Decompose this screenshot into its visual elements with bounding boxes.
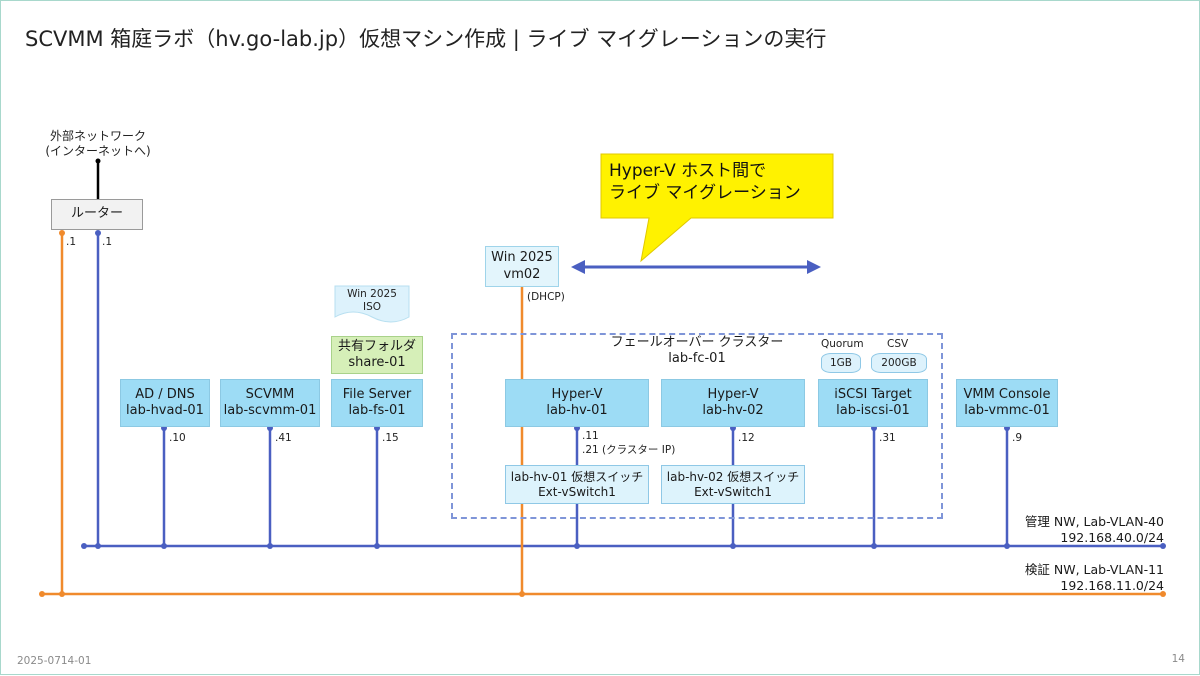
cluster-line1: フェールオーバー クラスター — [610, 335, 784, 350]
csv-size: 200GB — [881, 357, 917, 369]
server-hv02-line1: Hyper-V — [707, 386, 759, 402]
page-number: 14 — [1171, 653, 1185, 665]
test-line2: 192.168.11.0/24 — [1060, 578, 1164, 594]
quorum-disk: 1GB — [821, 353, 861, 373]
server-iscsi-line2: lab-iscsi-01 — [836, 403, 910, 418]
server-hv01-line1: Hyper-V — [551, 386, 603, 402]
server-file-line1: File Server — [342, 386, 412, 402]
quorum-size: 1GB — [829, 357, 853, 369]
mgmt-line2: 192.168.40.0/24 — [1060, 530, 1164, 546]
callout-line2: ライブ マイグレーション — [609, 183, 801, 204]
iso-doc: Win 2025 ISO — [335, 288, 409, 313]
server-hv01-line2: lab-hv-01 — [546, 403, 608, 418]
vswitch-hv-02: lab-hv-02 仮想スイッチ Ext-vSwitch1 — [661, 465, 805, 504]
cluster-boundary — [451, 333, 943, 519]
vm-ip: (DHCP) — [527, 291, 565, 303]
server-iscsi: iSCSI Target lab-iscsi-01 — [818, 379, 928, 427]
mgmt-network-label: 管理 NW, Lab-VLAN-40 192.168.40.0/24 — [1025, 514, 1164, 547]
server-vmmc-ip: .9 — [1012, 432, 1023, 444]
server-vmmc: VMM Console lab-vmmc-01 — [956, 379, 1058, 427]
page-title: SCVMM 箱庭ラボ（hv.go-lab.jp）仮想マシン作成 | ライブ マイ… — [25, 27, 827, 51]
cluster-line2: lab-fc-01 — [668, 351, 726, 367]
cluster-label: フェールオーバー クラスター lab-fc-01 — [561, 335, 833, 368]
callout-line1: Hyper-V ホスト間で — [609, 161, 767, 181]
server-scvmm-ip: .41 — [275, 432, 292, 444]
server-file-ip: .15 — [382, 432, 399, 444]
server-hv02-ip: .12 — [738, 432, 755, 444]
callout: Hyper-V ホスト間で ライブ マイグレーション — [601, 154, 833, 218]
server-vmmc-line2: lab-vmmc-01 — [964, 403, 1050, 418]
server-ad-ip: .10 — [169, 432, 186, 444]
csv-disk: 200GB — [871, 353, 927, 373]
doc-id: 2025-0714-01 — [17, 655, 92, 667]
iso-doc-shape — [334, 285, 410, 323]
iso-line1: Win 2025 — [347, 288, 397, 300]
server-iscsi-ip: .31 — [879, 432, 896, 444]
external-line2: (インターネットへ) — [45, 144, 151, 158]
vm-node: Win 2025 vm02 — [485, 246, 559, 287]
server-file: File Server lab-fs-01 — [331, 379, 423, 427]
server-hv-01: Hyper-V lab-hv-01 — [505, 379, 649, 427]
share-line1: 共有フォルダ — [337, 338, 416, 354]
server-scvmm-line2: lab-scvmm-01 — [223, 403, 317, 418]
callout-bubble — [600, 153, 834, 263]
server-scvmm-line1: SCVMM — [245, 386, 295, 402]
vswitch02-line2: Ext-vSwitch1 — [694, 484, 772, 499]
uplink-dot — [95, 158, 101, 164]
server-ad-dns: AD / DNS lab-hvad-01 — [120, 379, 210, 427]
vswitch01-line1: lab-hv-01 仮想スイッチ — [510, 469, 644, 484]
server-hv-02: Hyper-V lab-hv-02 — [661, 379, 805, 427]
router-ip-orange: .1 — [66, 236, 77, 248]
share-line2: share-01 — [348, 355, 406, 370]
mgmt-line1: 管理 NW, Lab-VLAN-40 — [1024, 514, 1164, 529]
server-vmmc-line1: VMM Console — [963, 386, 1051, 402]
vswitch02-line1: lab-hv-02 仮想スイッチ — [666, 469, 800, 484]
share-folder: 共有フォルダ share-01 — [331, 336, 423, 374]
test-network-label: 検証 NW, Lab-VLAN-11 192.168.11.0/24 — [1025, 562, 1164, 595]
router-ip-blue: .1 — [102, 236, 113, 248]
server-hv01-ip: .11 .21 (クラスター IP) — [582, 430, 675, 457]
router: ルーター — [51, 199, 143, 230]
iso-line2: ISO — [362, 300, 382, 313]
server-ad-line1: AD / DNS — [135, 386, 195, 402]
vswitch-hv-01: lab-hv-01 仮想スイッチ Ext-vSwitch1 — [505, 465, 649, 504]
csv-label: CSV — [887, 338, 909, 350]
server-file-line2: lab-fs-01 — [348, 403, 406, 418]
quorum-label: Quorum — [821, 338, 864, 350]
server-iscsi-line1: iSCSI Target — [834, 386, 912, 402]
vm-line2: vm02 — [503, 266, 541, 282]
server-ad-line2: lab-hvad-01 — [126, 403, 204, 418]
server-hv01-ip2: .21 (クラスター IP) — [582, 443, 676, 456]
external-network-label: 外部ネットワーク (インターネットへ) — [43, 129, 153, 159]
router-label: ルーター — [70, 206, 123, 222]
server-scvmm: SCVMM lab-scvmm-01 — [220, 379, 320, 427]
vm-line1: Win 2025 — [491, 250, 553, 266]
vswitch01-line2: Ext-vSwitch1 — [538, 484, 616, 499]
server-hv02-line2: lab-hv-02 — [702, 403, 764, 418]
server-hv01-ip1: .11 — [582, 430, 599, 442]
external-line1: 外部ネットワーク — [49, 129, 146, 143]
test-line1: 検証 NW, Lab-VLAN-11 — [1024, 562, 1164, 577]
